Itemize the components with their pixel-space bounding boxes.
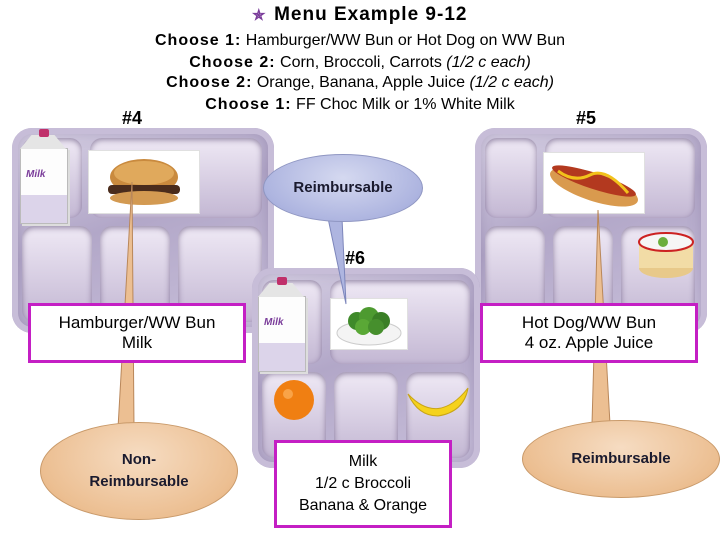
tray-number-4: #4 — [122, 108, 143, 128]
reimbursable-bubble-right: Reimbursable — [522, 420, 720, 498]
hamburger-image — [88, 150, 200, 214]
tray-4: Milk — [12, 128, 274, 333]
menu-line-3: Choose 2: Orange, Banana, Apple Juice (1… — [166, 74, 554, 91]
tray-number-6: #6 — [345, 248, 366, 268]
broccoli-bowl-image — [330, 298, 408, 350]
menu-title: ✯ Menu Example 9-12 — [0, 4, 720, 26]
apple-juice-cup-image — [635, 228, 697, 280]
banana-image — [404, 380, 472, 424]
hot-dog-image — [543, 152, 645, 214]
menu-title-text: Menu Example 9-12 — [274, 4, 468, 25]
menu-line-4: Choose 1: FF Choc Milk or 1% White Milk — [205, 96, 515, 113]
menu-line-2: Choose 2: Corn, Broccoli, Carrots (1/2 c… — [189, 54, 531, 71]
menu-line-1: Choose 1: Hamburger/WW Bun or Hot Dog on… — [155, 32, 565, 49]
non-reimbursable-bubble: Non-Reimbursable — [40, 422, 238, 520]
tray-6: Milk — [252, 268, 480, 468]
tray-number-5: #5 — [576, 108, 597, 128]
star-icon: ✯ — [252, 7, 267, 24]
milk-carton-icon: Milk — [20, 129, 68, 224]
reimbursable-bubble-top: Reimbursable — [263, 154, 423, 222]
milk-carton-icon: Milk — [258, 277, 306, 372]
orange-image — [268, 368, 320, 428]
